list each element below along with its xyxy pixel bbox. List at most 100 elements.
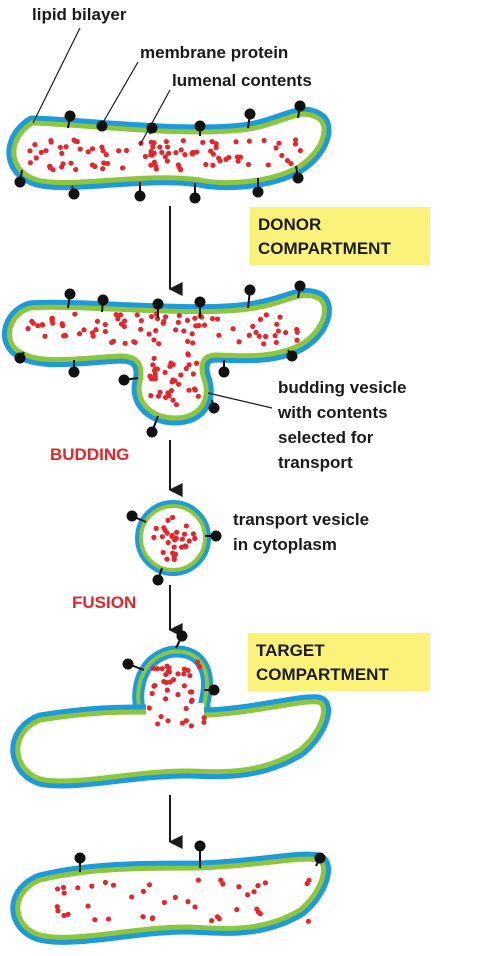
- content-dot: [179, 536, 185, 542]
- content-dot: [156, 341, 162, 347]
- content-dot: [255, 883, 261, 889]
- content-dot: [180, 138, 186, 144]
- content-dot: [192, 904, 198, 910]
- content-dot: [288, 161, 294, 167]
- content-dot: [146, 882, 153, 888]
- content-dot: [172, 894, 178, 900]
- content-dot: [161, 899, 167, 906]
- content-dot: [148, 376, 155, 382]
- content-dot: [85, 149, 91, 155]
- content-dot: [89, 146, 96, 152]
- content-dot: [33, 155, 39, 161]
- content-dot: [148, 313, 155, 320]
- content-dot: [173, 535, 179, 541]
- content-dot: [181, 683, 187, 689]
- content-dot: [101, 160, 107, 166]
- highlight-box: [248, 633, 430, 691]
- content-dot: [261, 341, 267, 347]
- content-dot: [189, 697, 195, 703]
- content-dot: [216, 332, 222, 338]
- content-dot: [164, 530, 170, 536]
- content-dot: [189, 331, 195, 337]
- content-dot: [154, 666, 161, 672]
- content-dot: [57, 144, 63, 150]
- content-dot: [27, 148, 33, 154]
- content-dot: [100, 166, 106, 172]
- content-dot: [157, 389, 163, 395]
- content-dot: [217, 158, 223, 164]
- donor-label-line2: COMPARTMENT: [258, 239, 391, 258]
- content-dot: [173, 150, 179, 156]
- content-dot: [279, 152, 285, 159]
- content-dot: [304, 880, 310, 887]
- content-dot: [119, 165, 126, 171]
- content-dot: [276, 140, 282, 146]
- content-dot: [43, 148, 49, 154]
- content-dot: [190, 531, 196, 537]
- content-dot: [203, 161, 209, 168]
- content-dot: [140, 888, 147, 894]
- label-transport-line2: in cytoplasm: [233, 535, 337, 554]
- label-budding-line4: transport: [278, 453, 353, 472]
- content-dot: [118, 321, 125, 327]
- content-dot: [50, 320, 56, 326]
- content-dot: [39, 321, 45, 328]
- content-dot: [236, 339, 242, 345]
- content-dot: [184, 317, 191, 324]
- content-dot: [186, 538, 192, 544]
- label-lipid-bilayer: lipid bilayer: [32, 5, 127, 24]
- content-dot: [173, 327, 179, 333]
- content-dot: [272, 333, 278, 339]
- label-transport-line1: transport vesicle: [233, 510, 369, 529]
- content-dot: [89, 883, 95, 889]
- content-dot: [100, 148, 106, 154]
- content-dot: [292, 137, 299, 143]
- content-dot: [263, 312, 269, 318]
- lumenal-contents-dots: [151, 514, 198, 562]
- content-dot: [140, 914, 146, 920]
- content-dot: [93, 327, 99, 333]
- content-dot: [146, 705, 152, 711]
- membrane-protein-icon: [218, 360, 230, 378]
- content-dot: [165, 539, 171, 546]
- content-dot: [162, 154, 168, 160]
- content-dot: [151, 337, 157, 343]
- content-dot: [149, 916, 156, 922]
- content-dot: [102, 321, 108, 328]
- content-dot: [209, 138, 215, 145]
- membrane-protein-icon: [194, 296, 206, 318]
- content-dot: [162, 369, 168, 376]
- content-dot: [214, 316, 221, 322]
- content-dot: [166, 393, 172, 399]
- content-dot: [148, 148, 154, 154]
- content-dot: [59, 164, 65, 170]
- content-dot: [102, 879, 109, 886]
- membrane-protein-icon: [294, 100, 306, 119]
- content-dot: [150, 144, 156, 150]
- content-dot: [60, 884, 67, 891]
- content-dot: [27, 160, 33, 166]
- content-dot: [122, 340, 128, 346]
- content-dot: [246, 332, 252, 338]
- content-dot: [162, 696, 169, 702]
- membrane-protein-icon: [205, 530, 222, 542]
- content-dot: [155, 393, 162, 399]
- membrane-protein-icon: [14, 169, 26, 188]
- membrane-proteins: [14, 280, 306, 438]
- content-dot: [265, 162, 271, 168]
- content-dot: [131, 339, 137, 345]
- content-dot: [165, 718, 171, 724]
- content-dot: [190, 340, 196, 346]
- content-dot: [148, 392, 154, 399]
- content-dot: [92, 917, 98, 923]
- content-dot: [174, 529, 180, 535]
- step-label-fusion: FUSION: [72, 593, 136, 612]
- content-dot: [176, 381, 182, 387]
- content-dot: [234, 907, 240, 913]
- content-dot: [200, 139, 206, 146]
- content-dot: [173, 402, 180, 408]
- membrane-protein-icon: [74, 852, 86, 872]
- content-dot: [59, 150, 65, 156]
- content-dot: [137, 326, 144, 332]
- content-dot: [274, 321, 280, 327]
